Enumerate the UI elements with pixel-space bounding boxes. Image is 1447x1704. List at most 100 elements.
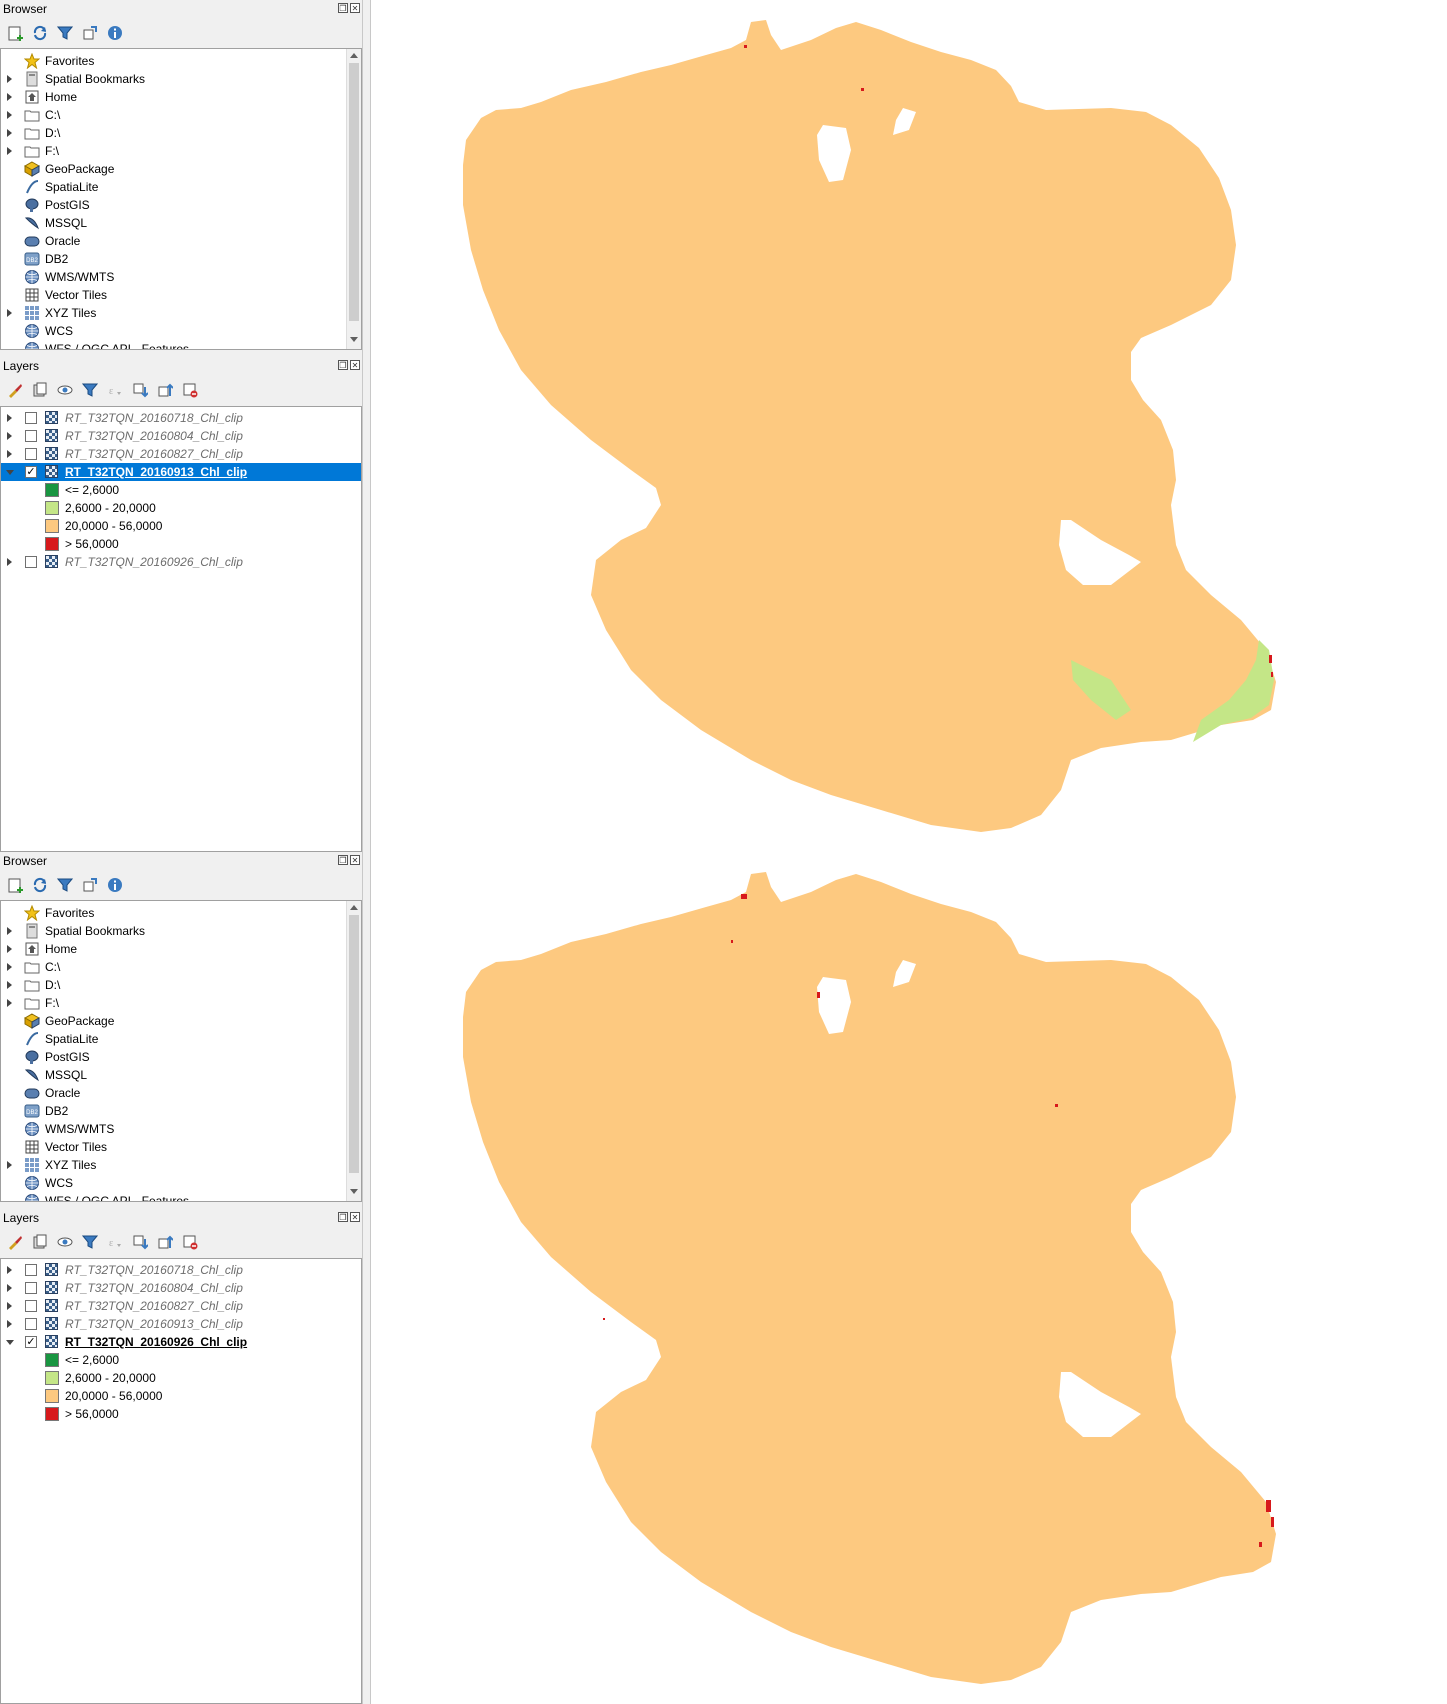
- add-new-icon[interactable]: [6, 24, 24, 42]
- browser-item[interactable]: Vector Tiles: [1, 286, 361, 304]
- expand-arrow-icon[interactable]: [7, 1284, 12, 1292]
- browser-item[interactable]: C:\: [1, 106, 361, 124]
- layer-visibility-checkbox[interactable]: ✓: [25, 1336, 37, 1348]
- expand-arrow-icon[interactable]: [7, 432, 12, 440]
- legend-item[interactable]: 20,0000 - 56,0000: [1, 1387, 361, 1405]
- browser-item[interactable]: Favorites: [1, 52, 361, 70]
- layer-row[interactable]: ✓RT_T32TQN_20160926_Chl_clip: [1, 1333, 361, 1351]
- browser-item[interactable]: Spatial Bookmarks: [1, 922, 361, 940]
- filter-icon[interactable]: [56, 876, 74, 894]
- add-new-icon[interactable]: [6, 876, 24, 894]
- expand-arrow-icon[interactable]: [7, 1302, 12, 1310]
- scroll-down-icon[interactable]: [350, 337, 358, 342]
- expand-all-icon[interactable]: [131, 381, 149, 399]
- info-icon[interactable]: [106, 876, 124, 894]
- browser-scrollbar[interactable]: [346, 49, 361, 349]
- expand-arrow-icon[interactable]: [7, 129, 12, 137]
- legend-item[interactable]: > 56,0000: [1, 535, 361, 553]
- legend-item[interactable]: 2,6000 - 20,0000: [1, 1369, 361, 1387]
- browser-item[interactable]: Home: [1, 940, 361, 958]
- expand-arrow-icon[interactable]: [7, 927, 12, 935]
- layer-row[interactable]: RT_T32TQN_20160804_Chl_clip: [1, 427, 361, 445]
- browser-item[interactable]: WFS / OGC API - Features: [1, 340, 361, 349]
- layer-visibility-checkbox[interactable]: [25, 1300, 37, 1312]
- remove-layer-icon[interactable]: [181, 1233, 199, 1251]
- expand-arrow-icon[interactable]: [7, 945, 12, 953]
- scroll-thumb[interactable]: [349, 63, 359, 321]
- scroll-up-icon[interactable]: [350, 53, 358, 58]
- refresh-icon[interactable]: [31, 24, 49, 42]
- legend-item[interactable]: <= 2,6000: [1, 481, 361, 499]
- browser-item[interactable]: PostGIS: [1, 1048, 361, 1066]
- close-icon[interactable]: ✕: [350, 1212, 360, 1222]
- map-themes-icon[interactable]: [56, 1233, 74, 1251]
- browser-item[interactable]: Home: [1, 88, 361, 106]
- filter-expression-icon[interactable]: ε: [106, 1233, 124, 1251]
- collapse-arrow-icon[interactable]: [6, 470, 14, 475]
- add-group-icon[interactable]: [31, 1233, 49, 1251]
- layer-visibility-checkbox[interactable]: [25, 412, 37, 424]
- browser-item[interactable]: GeoPackage: [1, 160, 361, 178]
- browser-item[interactable]: F:\: [1, 142, 361, 160]
- collapse-all-icon[interactable]: [156, 1233, 174, 1251]
- expand-all-icon[interactable]: [131, 1233, 149, 1251]
- browser-item[interactable]: C:\: [1, 958, 361, 976]
- layer-row[interactable]: RT_T32TQN_20160827_Chl_clip: [1, 445, 361, 463]
- expand-arrow-icon[interactable]: [7, 981, 12, 989]
- filter-expression-icon[interactable]: ε: [106, 381, 124, 399]
- map-canvas[interactable]: [370, 0, 1447, 852]
- browser-item[interactable]: WCS: [1, 1174, 361, 1192]
- close-icon[interactable]: ✕: [350, 3, 360, 13]
- expand-arrow-icon[interactable]: [7, 75, 12, 83]
- expand-arrow-icon[interactable]: [7, 963, 12, 971]
- filter-legend-icon[interactable]: [81, 1233, 99, 1251]
- close-icon[interactable]: ✕: [350, 360, 360, 370]
- browser-item[interactable]: Vector Tiles: [1, 1138, 361, 1156]
- browser-item[interactable]: WCS: [1, 322, 361, 340]
- browser-item[interactable]: WFS / OGC API - Features: [1, 1192, 361, 1201]
- refresh-icon[interactable]: [31, 876, 49, 894]
- style-panel-icon[interactable]: [6, 1233, 24, 1251]
- collapse-all-icon[interactable]: [156, 381, 174, 399]
- layer-visibility-checkbox[interactable]: [25, 1318, 37, 1330]
- collapse-all-icon[interactable]: [81, 876, 99, 894]
- layer-visibility-checkbox[interactable]: [25, 556, 37, 568]
- expand-arrow-icon[interactable]: [7, 1266, 12, 1274]
- browser-item[interactable]: XYZ Tiles: [1, 304, 361, 322]
- collapse-all-icon[interactable]: [81, 24, 99, 42]
- browser-item[interactable]: WMS/WMTS: [1, 268, 361, 286]
- layer-row[interactable]: ✓RT_T32TQN_20160913_Chl_clip: [1, 463, 361, 481]
- browser-item[interactable]: D:\: [1, 976, 361, 994]
- layer-visibility-checkbox[interactable]: [25, 1282, 37, 1294]
- browser-item[interactable]: PostGIS: [1, 196, 361, 214]
- expand-arrow-icon[interactable]: [7, 414, 12, 422]
- expand-arrow-icon[interactable]: [7, 93, 12, 101]
- layer-row[interactable]: RT_T32TQN_20160926_Chl_clip: [1, 553, 361, 571]
- remove-layer-icon[interactable]: [181, 381, 199, 399]
- browser-item[interactable]: WMS/WMTS: [1, 1120, 361, 1138]
- legend-item[interactable]: <= 2,6000: [1, 1351, 361, 1369]
- expand-arrow-icon[interactable]: [7, 111, 12, 119]
- scroll-thumb[interactable]: [349, 915, 359, 1173]
- expand-arrow-icon[interactable]: [7, 558, 12, 566]
- browser-item[interactable]: MSSQL: [1, 214, 361, 232]
- collapse-arrow-icon[interactable]: [6, 1340, 14, 1345]
- info-icon[interactable]: [106, 24, 124, 42]
- layer-visibility-checkbox[interactable]: [25, 1264, 37, 1276]
- browser-item[interactable]: GeoPackage: [1, 1012, 361, 1030]
- layer-row[interactable]: RT_T32TQN_20160804_Chl_clip: [1, 1279, 361, 1297]
- layer-visibility-checkbox[interactable]: ✓: [25, 466, 37, 478]
- scroll-down-icon[interactable]: [350, 1189, 358, 1194]
- layer-visibility-checkbox[interactable]: [25, 430, 37, 442]
- float-icon[interactable]: ❐: [338, 3, 348, 13]
- browser-item[interactable]: D:\: [1, 124, 361, 142]
- browser-item[interactable]: SpatiaLite: [1, 178, 361, 196]
- browser-item[interactable]: Oracle: [1, 232, 361, 250]
- layer-row[interactable]: RT_T32TQN_20160718_Chl_clip: [1, 409, 361, 427]
- layer-row[interactable]: RT_T32TQN_20160827_Chl_clip: [1, 1297, 361, 1315]
- map-canvas[interactable]: [370, 852, 1447, 1704]
- browser-item[interactable]: Spatial Bookmarks: [1, 70, 361, 88]
